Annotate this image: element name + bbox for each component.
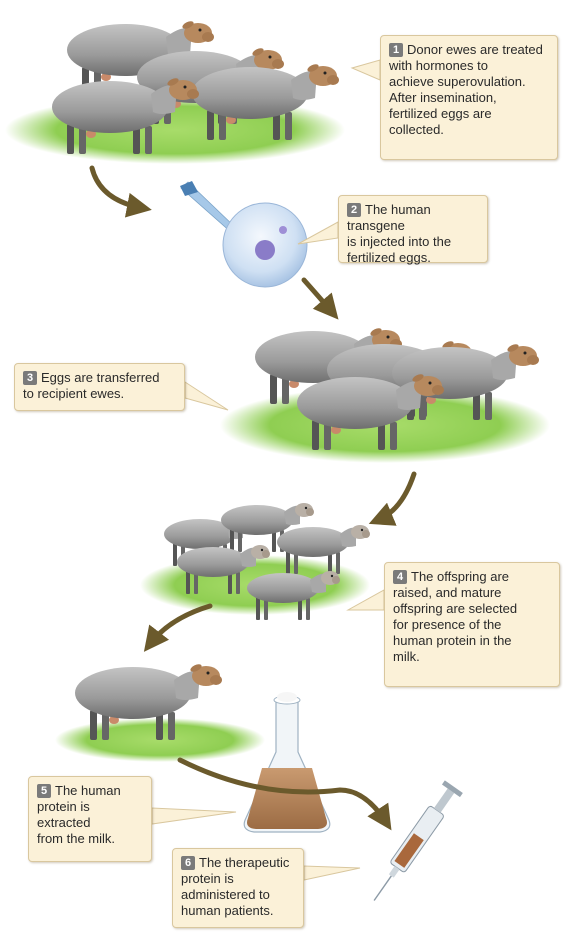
step-1-badge: 1 [389,43,403,57]
step-6-line-2: protein is [181,871,295,887]
egg-injection-illustration [180,181,307,287]
step-3-line-2: to recipient ewes. [23,386,176,402]
recipient-ewes-illustration [220,327,550,463]
flask-illustration [244,692,330,832]
step-1-line-6: collected. [389,122,549,138]
step-3-badge: 3 [23,371,37,385]
step-6-badge: 6 [181,856,195,870]
step-5-line-2: protein is [37,799,143,815]
step-4-line-3: offspring are selected [393,601,551,617]
step-5-line-1: The human [55,783,121,798]
step-4-line-6: milk. [393,649,551,665]
step-4-badge: 4 [393,570,407,584]
step-6-line-3: administered to [181,887,295,903]
step-3-callout: 3 Eggs are transferred to recipient ewes. [14,363,185,411]
step-2-badge: 2 [347,203,361,217]
step-4-line-1: The offspring are [411,569,509,584]
donor-ewes-illustration [5,20,345,164]
step-1-line-3: achieve superovulation. [389,74,549,90]
step-4-line-2: raised, and mature [393,585,551,601]
step-2-line-3: fertilized eggs. [347,250,479,266]
syringe-illustration [365,780,463,906]
step-6-line-4: human patients. [181,903,295,919]
step-1-line-1: Donor ewes are treated [407,42,543,57]
step-6-callout: 6 The therapeutic protein is administered… [172,848,304,928]
step-1-callout: 1 Donor ewes are treated with hormones to… [380,35,558,160]
step-2-callout: 2The human transgene is injected into th… [338,195,488,263]
milk-producing-ewe-illustration [55,663,265,762]
step-4-line-4: for presence of the [393,617,551,633]
step-3-line-1: Eggs are transferred [41,370,160,385]
step-1-line-2: with hormones to [389,58,549,74]
step-5-callout: 5 The human protein is extracted from the… [28,776,152,862]
step-4-callout: 4 The offspring are raised, and mature of… [384,562,560,687]
step-1-line-5: fertilized eggs are [389,106,549,122]
step-5-line-3: extracted [37,815,143,831]
step-1-line-4: After insemination, [389,90,549,106]
step-6-line-1: The therapeutic [199,855,289,870]
step-4-line-5: human protein in the [393,633,551,649]
step-5-line-4: from the milk. [37,831,143,847]
offspring-lambs-illustration [140,503,370,620]
step-5-badge: 5 [37,784,51,798]
step-2-line-2: is injected into the [347,234,479,250]
